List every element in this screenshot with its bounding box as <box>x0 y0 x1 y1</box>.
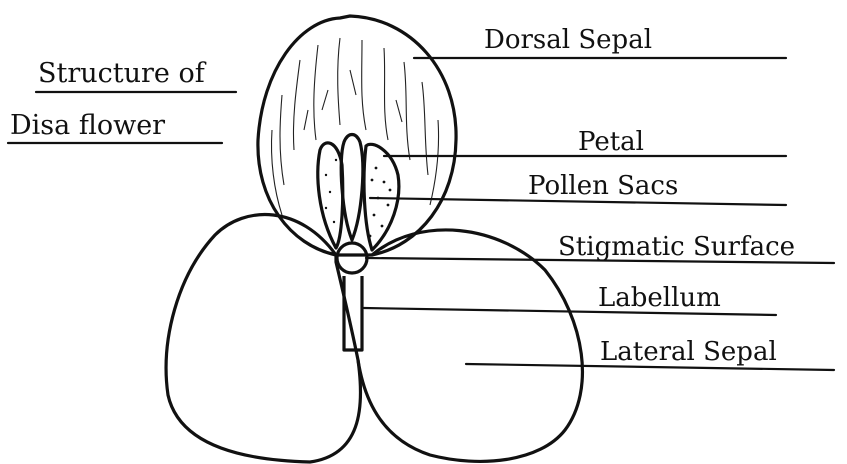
label-pollen-sacs: Pollen Sacs <box>528 171 678 201</box>
right-lateral-sepal <box>358 230 582 461</box>
petal-left <box>318 143 343 248</box>
title-line-2: Disa flower <box>10 110 165 141</box>
left-lateral-sepal <box>166 215 360 462</box>
label-lateral-sepal: Lateral Sepal <box>600 337 777 367</box>
petal-center <box>341 135 363 241</box>
label-labellum: Labellum <box>598 283 721 313</box>
dorsal-sepal-veins <box>271 38 438 215</box>
stigmatic-surface-circle <box>337 243 367 273</box>
label-dorsal-sepal: Dorsal Sepal <box>484 25 652 55</box>
label-stigmatic-surface: Stigmatic Surface <box>558 232 795 262</box>
label-petal: Petal <box>578 127 644 157</box>
title-line-1: Structure of <box>38 58 207 89</box>
